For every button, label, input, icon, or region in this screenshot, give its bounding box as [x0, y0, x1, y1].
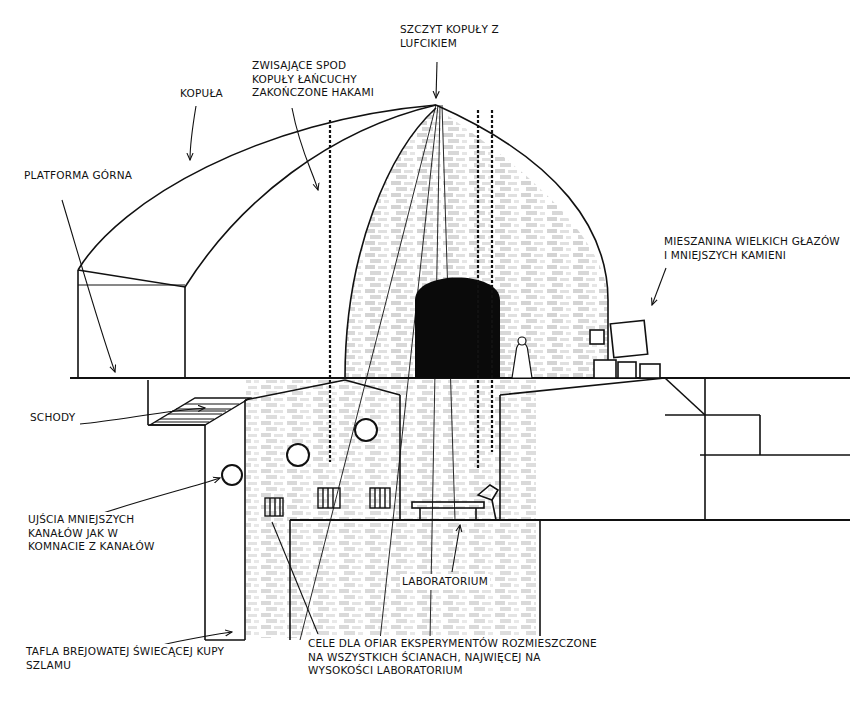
- platform-label: PLATFORMA GÓRNA: [22, 168, 134, 184]
- stairs-label: SCHODY: [28, 410, 77, 426]
- outlets-label: UJŚCIA MNIEJSZYCH KANAŁÓW JAK W KOMNACIE…: [26, 512, 180, 555]
- stones-label: MIESZANINA WIELKICH GŁAZÓW I MNIEJSZYCH …: [662, 234, 846, 263]
- chains-label: ZWISAJĄCE SPOD KOPUŁY ŁAŃCUCHY ZAKOŃCZON…: [250, 58, 382, 101]
- cells-label: CELE DLA OFIAR EKSPERYMENTÓW ROZMIESZCZO…: [306, 636, 600, 679]
- laboratory-label: LABORATORIUM: [400, 574, 490, 590]
- slime-label: TAFLA BREJOWATEJ ŚWIECĄCEJ KUPY SZLAMU: [24, 644, 228, 673]
- apex-label: SZCZYT KOPUŁY Z LUFCIKIEM: [398, 22, 532, 51]
- dome-label: KOPUŁA: [178, 86, 225, 102]
